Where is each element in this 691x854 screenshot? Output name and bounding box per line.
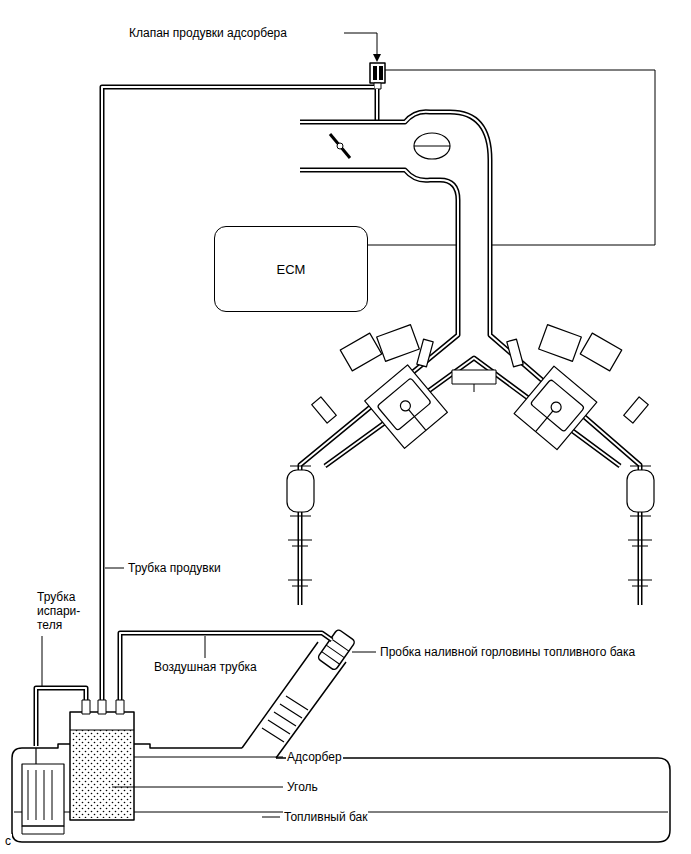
part-label: Пробка наливной горловины топливного бак…: [379, 645, 636, 659]
part-label: Воздушная трубка: [153, 660, 258, 674]
control-unit-box: ECM: [214, 226, 368, 312]
part-label: Уголь: [286, 780, 319, 794]
part-label: Клапан продувки адсорбера: [128, 26, 288, 40]
part-label: Адсорбер: [286, 750, 343, 764]
part-label: Трубка испари- теля: [36, 590, 94, 632]
part-label: Топливный бак: [283, 810, 368, 824]
part-label: Трубка продувки: [127, 561, 222, 575]
part-label: c: [4, 834, 12, 848]
node-text: ECM: [277, 262, 306, 277]
